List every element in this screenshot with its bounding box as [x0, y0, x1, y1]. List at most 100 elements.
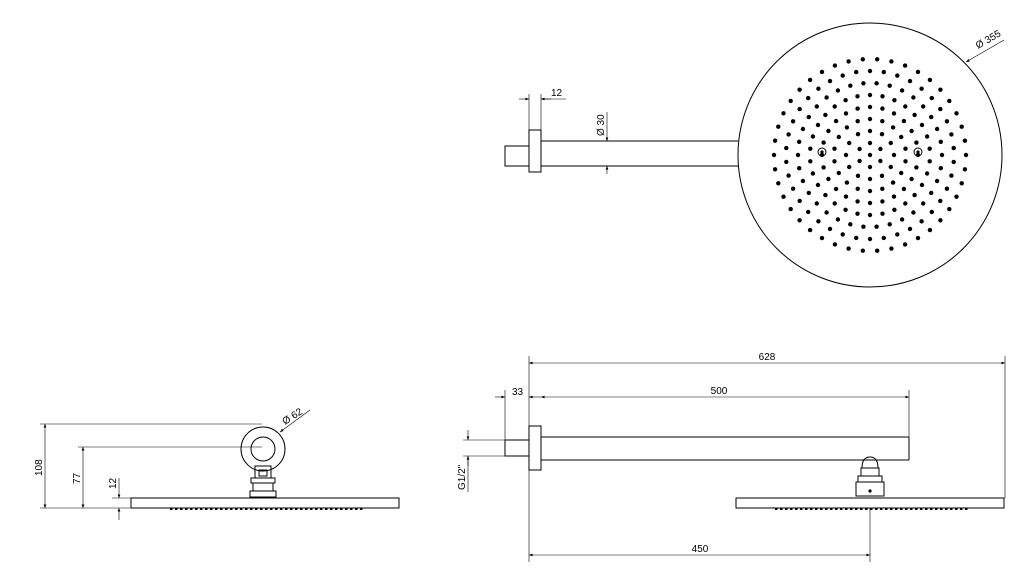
nozzle-dot — [919, 182, 925, 188]
nozzle-dot — [881, 69, 886, 75]
nozzle-dot — [880, 106, 885, 111]
nozzle-dot — [832, 146, 837, 151]
nozzle-dot — [843, 152, 849, 158]
nozzle-dot — [919, 219, 924, 224]
nozzle-tip — [840, 508, 843, 510]
dim-arm-diameter: Ø 30 — [596, 112, 609, 174]
nozzle-tip — [340, 508, 343, 510]
nozzle-dot — [927, 77, 933, 83]
nozzle-tip — [915, 508, 918, 510]
nozzle-dot — [810, 171, 816, 176]
nozzle-tip — [325, 508, 328, 510]
dim-flange-label: 12 — [551, 88, 563, 99]
nozzle-dot — [771, 152, 777, 158]
front-swivel-nut — [855, 481, 885, 497]
nozzle-dot — [786, 173, 791, 178]
nozzle-tip — [300, 508, 303, 510]
nozzle-tip — [920, 508, 923, 510]
nozzle-dot — [912, 112, 917, 118]
nozzle-tip — [220, 508, 223, 510]
nozzle-tip — [870, 508, 873, 510]
dim-arm-section-label: Ø 62 — [281, 406, 306, 427]
dim-wall-offset: 33 — [495, 387, 541, 440]
screw-left — [817, 147, 827, 157]
front-wall-connector — [504, 439, 530, 457]
nozzle-tip — [185, 508, 188, 510]
nozzle-dot — [776, 124, 781, 129]
nozzle-dot — [880, 186, 885, 191]
nozzle-tip — [965, 508, 968, 510]
nozzle-dot — [855, 119, 860, 124]
nozzle-dot — [874, 224, 879, 229]
dim-arm-dia-label: Ø 30 — [596, 114, 607, 136]
nozzle-dot — [927, 159, 932, 164]
nozzle-dot — [902, 63, 908, 68]
nozzle-dot — [797, 106, 802, 112]
nozzle-tip — [360, 508, 363, 510]
nozzle-dot — [912, 192, 917, 198]
nozzle-dot — [797, 87, 802, 92]
nozzle-dot — [878, 158, 883, 164]
nozzle-dot — [890, 180, 896, 185]
nozzle-dot — [892, 207, 897, 212]
nozzle-tip — [270, 508, 273, 510]
nozzle-tip — [245, 508, 248, 510]
nozzle-tip — [895, 508, 898, 510]
arm-section-inner — [250, 436, 276, 462]
nozzle-dot — [800, 126, 806, 132]
nozzle-tip — [880, 508, 883, 510]
nozzle-dot — [840, 232, 845, 237]
nozzle-tip — [230, 508, 233, 510]
nozzle-dot — [929, 190, 934, 196]
nozzle-dot — [889, 59, 894, 64]
dim-total-height-label: 108 — [34, 459, 45, 476]
nozzle-dot — [781, 194, 786, 199]
nozzle-tip — [345, 508, 348, 510]
nozzle-dot — [857, 146, 862, 152]
nozzle-dot — [924, 134, 930, 139]
nozzle-dot — [938, 198, 943, 204]
nozzle-dot — [824, 95, 829, 100]
nozzle-tip — [810, 508, 813, 510]
nozzle-dot — [909, 176, 914, 182]
nozzle-tip — [285, 508, 288, 510]
nozzle-tip — [260, 508, 263, 510]
nozzle-dot — [854, 235, 859, 241]
nozzle-dot — [816, 86, 821, 91]
nozzle-dot — [959, 181, 964, 186]
nozzle-dot — [949, 173, 954, 178]
nozzle-dot — [915, 235, 921, 241]
nozzle-dot — [860, 248, 865, 253]
nozzle-tip — [950, 508, 953, 510]
nozzle-dot — [815, 122, 821, 128]
side-view: 108 77 12 Ø 62 — [34, 406, 400, 520]
nozzle-dot — [874, 81, 879, 86]
nozzle-dot — [800, 178, 806, 184]
nozzle-dot — [934, 126, 940, 132]
nozzle-dot — [772, 138, 778, 143]
nozzle-dot — [826, 176, 831, 182]
nozzle-tip — [315, 508, 318, 510]
nozzle-tip — [170, 508, 173, 510]
nozzle-dot — [899, 134, 904, 140]
dim-total-length-label: 628 — [759, 352, 776, 363]
nozzle-tip — [875, 508, 878, 510]
nozzle-tip — [905, 508, 908, 510]
nozzle-tip — [305, 508, 308, 510]
nozzle-dot — [938, 87, 943, 92]
nozzle-tip — [355, 508, 358, 510]
nozzle-tip — [280, 508, 283, 510]
nozzle-dot — [875, 248, 880, 253]
nozzle-dot — [899, 170, 904, 176]
nozzle-dot — [848, 83, 853, 88]
nozzle-dot — [867, 68, 873, 74]
nozzle-dot — [806, 209, 811, 215]
nozzle-dot — [867, 92, 873, 98]
nozzle-dot — [951, 159, 956, 165]
nozzle-dot — [938, 106, 943, 112]
nozzle-dot — [788, 206, 793, 212]
nozzle-dot — [836, 134, 841, 140]
nozzle-tip — [900, 508, 903, 510]
nozzle-tip — [320, 508, 323, 510]
nozzle-dot — [832, 201, 837, 206]
